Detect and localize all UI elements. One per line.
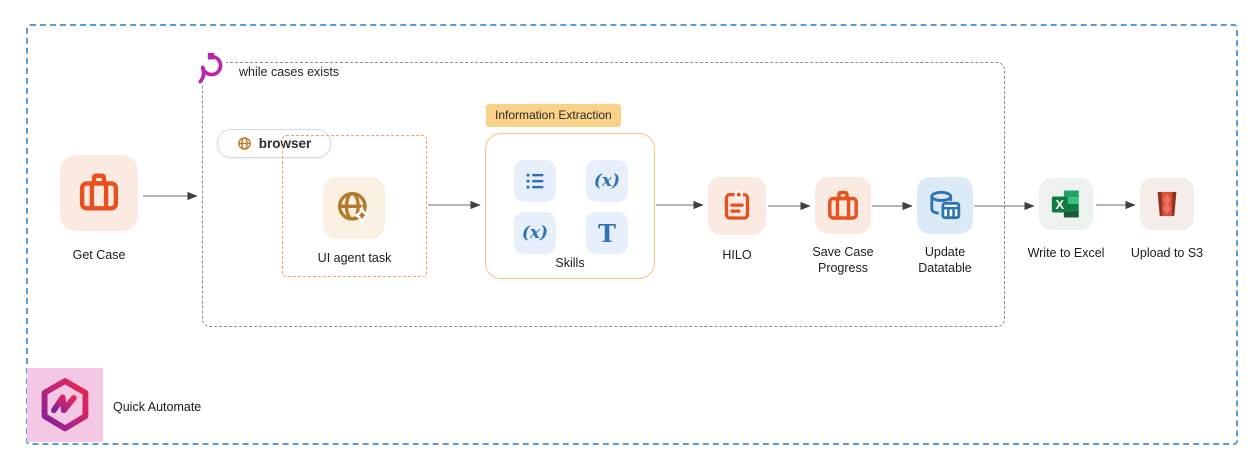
node-hilo[interactable] (708, 177, 766, 235)
browser-badge-label: browser (258, 136, 312, 151)
formula-x-icon: (x) (521, 223, 549, 243)
quick-automate-label: Quick Automate (113, 400, 202, 414)
outer-dashed-frame (26, 24, 1238, 445)
node-save-case-progress[interactable] (815, 177, 871, 234)
svg-text:X: X (1056, 197, 1065, 212)
node-label-update-datatable: Update Datatable (918, 245, 972, 276)
hexagon-bolt-logo (37, 377, 93, 433)
while-loop-label: while cases exists (235, 64, 344, 80)
node-label-save-case-progress: Save Case Progress (812, 245, 874, 276)
database-table-icon (927, 188, 963, 224)
list-icon (523, 169, 547, 193)
briefcase-icon (76, 170, 122, 216)
loop-icon (197, 52, 226, 85)
node-label-write-to-excel: Write to Excel (1027, 246, 1105, 260)
node-skills[interactable]: (x) (x) T Skills (485, 133, 655, 279)
group-label-information-extraction: Information Extraction (486, 104, 621, 127)
skill-tile-formula-2[interactable]: (x) (514, 212, 556, 254)
skill-tile-list[interactable] (514, 160, 556, 202)
ui-agent-icon-box (323, 177, 385, 239)
node-label-upload-to-s3: Upload to S3 (1130, 246, 1204, 260)
s3-bucket-icon (1151, 188, 1183, 220)
node-update-datatable[interactable] (917, 177, 973, 234)
node-write-to-excel[interactable]: X (1039, 178, 1093, 230)
formula-x-icon: (x) (593, 171, 621, 191)
clipboard-icon (719, 188, 755, 224)
node-label-ui-agent-task: UI agent task (317, 250, 392, 265)
browser-badge[interactable]: browser (217, 129, 331, 158)
node-upload-to-s3[interactable] (1140, 178, 1194, 230)
node-label-skills: Skills (555, 256, 585, 270)
skill-tile-formula-1[interactable]: (x) (586, 160, 628, 202)
quick-automate-logo (27, 368, 103, 442)
text-icon: T (598, 218, 616, 248)
node-label-hilo: HILO (722, 248, 752, 262)
globe-sparkle-icon (334, 188, 374, 228)
excel-icon: X (1049, 187, 1083, 221)
node-ui-agent-task[interactable]: UI agent task (282, 135, 427, 277)
node-get-case[interactable] (60, 155, 138, 231)
node-label-get-case: Get Case (72, 248, 126, 262)
skill-tile-text[interactable]: T (586, 212, 628, 254)
briefcase-icon (825, 188, 861, 224)
globe-icon (237, 136, 252, 151)
while-loop-container[interactable] (202, 62, 1005, 327)
